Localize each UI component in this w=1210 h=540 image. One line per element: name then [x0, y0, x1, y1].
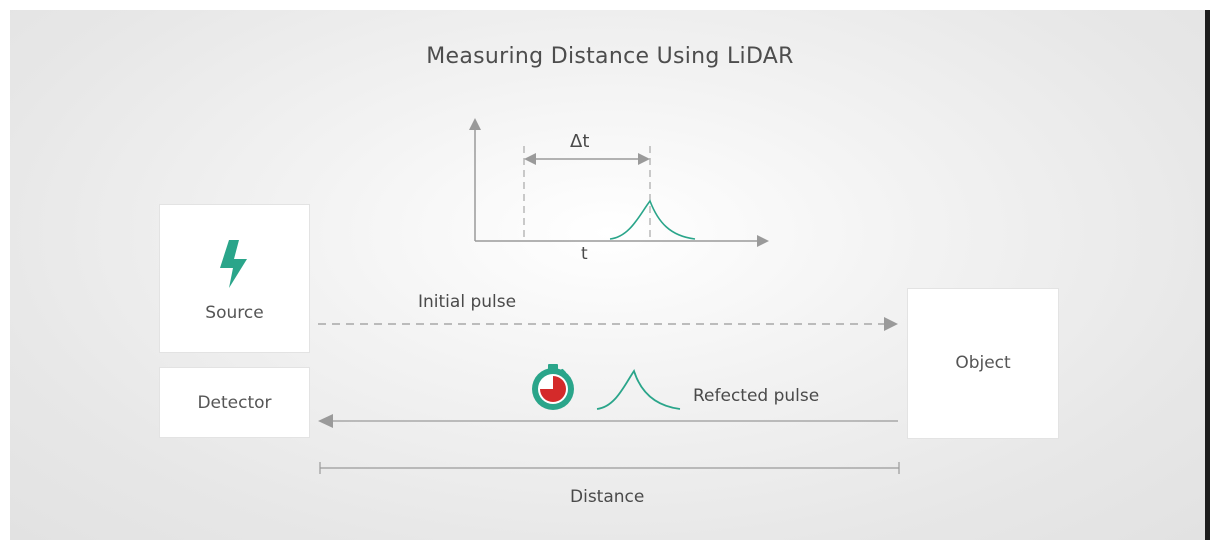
distance-dimension — [319, 462, 900, 474]
object-label: Object — [955, 353, 1011, 373]
detector-box: Detector — [159, 367, 310, 438]
distance-label: Distance — [570, 487, 645, 507]
delta-t-arrowhead-right — [638, 153, 650, 165]
timing-graph — [469, 118, 769, 247]
reflected-pulse-arrowhead — [318, 414, 333, 428]
graph-x-axis-label: t — [581, 244, 588, 264]
delta-t-label: Δt — [570, 131, 590, 152]
stopwatch-icon — [532, 364, 574, 410]
object-box: Object — [907, 288, 1059, 439]
source-label: Source — [205, 303, 264, 323]
graph-y-axis-arrowhead — [469, 118, 481, 130]
reflected-pulse-label: Refected pulse — [693, 386, 820, 406]
graph-pulse-curve — [609, 199, 696, 240]
pulse-waveform-icon — [596, 368, 681, 410]
graph-x-axis-arrowhead — [757, 235, 769, 247]
detector-label: Detector — [197, 393, 272, 413]
diagram-title: Measuring Distance Using LiDAR — [426, 44, 794, 69]
initial-pulse-label: Initial pulse — [418, 292, 517, 312]
delta-t-arrowhead-left — [524, 153, 536, 165]
right-edge-border — [1205, 10, 1210, 540]
lightning-bolt-icon — [220, 240, 247, 288]
initial-pulse-arrowhead — [884, 317, 898, 331]
